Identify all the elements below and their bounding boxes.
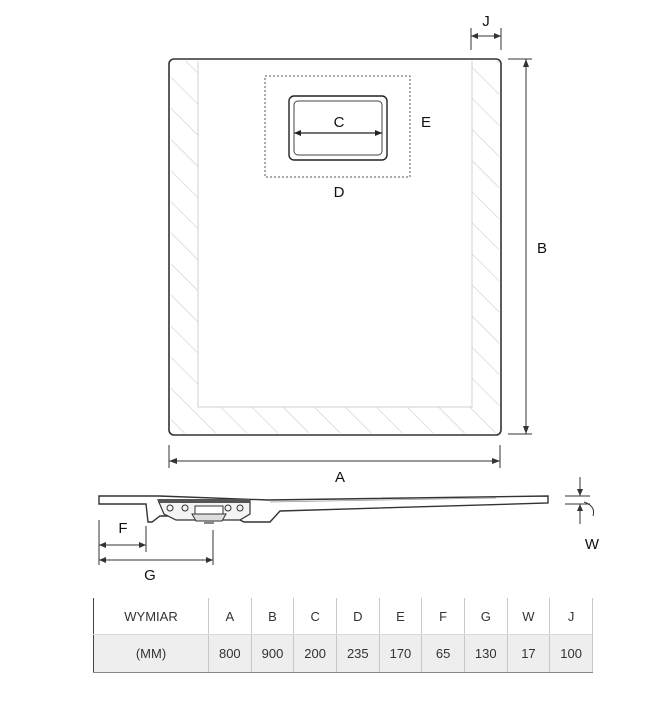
table-cell: J	[549, 598, 593, 635]
table-row: (MM) 800 900 200 235 170 65 130 17 100	[93, 634, 593, 673]
drain-area-outline	[264, 75, 411, 178]
drain-grate-inner	[293, 100, 383, 156]
label-w: W	[584, 536, 600, 553]
label-b: B	[536, 240, 547, 257]
dimensions-table: WYMIAR A B C D E F G W J (MM) 800 900 20…	[93, 598, 593, 673]
table-cell: E	[378, 598, 422, 635]
tray-section-view	[98, 495, 549, 524]
label-e: E	[420, 114, 431, 131]
label-g: G	[144, 567, 156, 584]
table-cell: 200	[293, 634, 337, 673]
table-cell: C	[293, 598, 337, 635]
label-d: D	[333, 184, 345, 201]
label-c: C	[333, 114, 345, 131]
table-cell: W	[506, 598, 550, 635]
table-cell: WYMIAR	[93, 598, 209, 635]
table-cell: D	[335, 598, 380, 635]
table-cell: 65	[421, 634, 465, 673]
label-j: J	[482, 13, 490, 30]
table-cell: G	[463, 598, 508, 635]
tray-outline	[168, 58, 502, 436]
table-cell: 235	[335, 634, 380, 673]
table-cell: F	[421, 598, 465, 635]
table-cell: 170	[378, 634, 422, 673]
label-f: F	[118, 520, 128, 537]
table-cell: 17	[506, 634, 550, 673]
table-cell: 900	[250, 634, 294, 673]
table-cell: (MM)	[93, 634, 209, 673]
table-cell: 130	[463, 634, 508, 673]
table-cell: 800	[208, 634, 252, 673]
table-cell: A	[208, 598, 252, 635]
table-cell: B	[250, 598, 294, 635]
label-a: A	[334, 469, 345, 486]
table-header-row: WYMIAR A B C D E F G W J	[93, 598, 593, 635]
table-cell: 100	[549, 634, 593, 673]
